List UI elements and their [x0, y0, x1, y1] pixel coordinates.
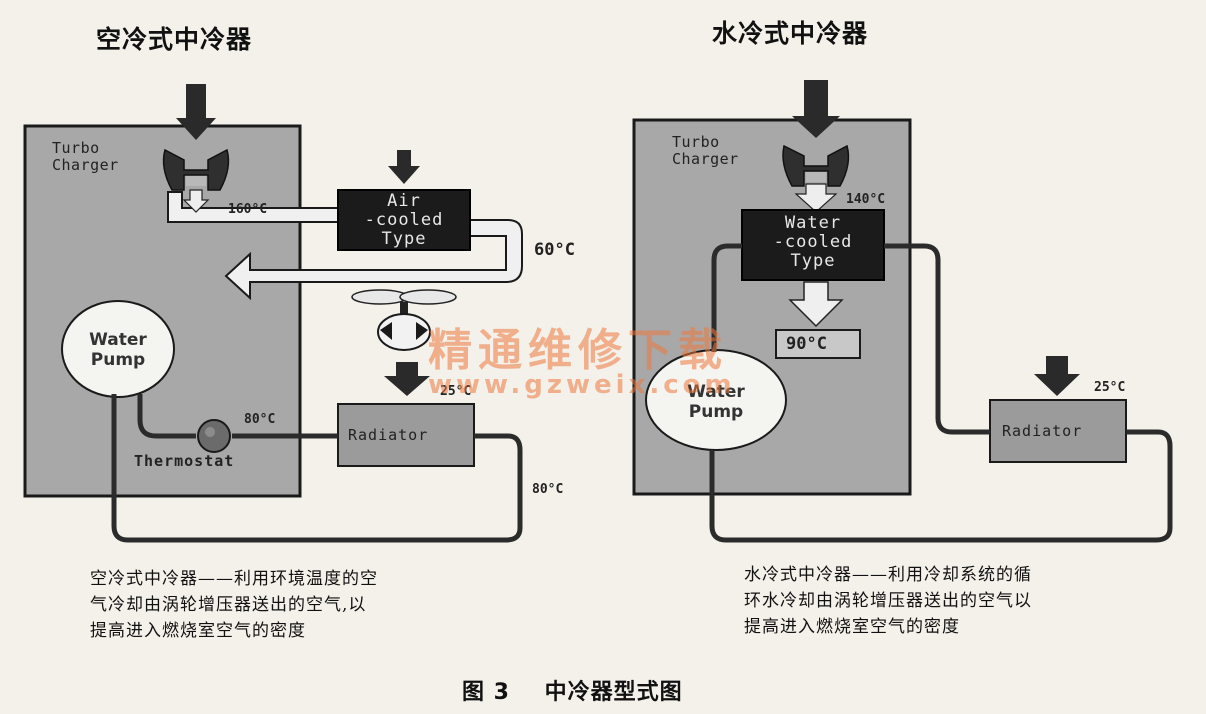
- right-turbocharger-icon: [782, 144, 850, 187]
- left-caption: 空冷式中冷器——利用环境温度的空 气冷却由涡轮增压器送出的空气,以 提高进入燃烧…: [90, 569, 378, 641]
- right-temp-box: [775, 329, 861, 359]
- right-core-label: Water -cooled Type: [773, 213, 853, 271]
- right-caption: 水冷式中冷器——利用冷却系统的循 环水冷却由涡轮增压器送出的空气以 提高进入燃烧…: [744, 565, 1032, 637]
- left-temp-ambient: 25°C: [440, 384, 472, 399]
- left-thermostat-icon: [197, 419, 231, 453]
- right-radiator-arrow-icon: [1034, 356, 1080, 396]
- right-core-out-arrow-icon: [788, 281, 844, 328]
- left-thermostat-label: Thermostat: [134, 452, 235, 470]
- left-ambient-arrow-icon: [388, 150, 420, 184]
- left-core-label: Air -cooled Type: [364, 191, 444, 249]
- left-engine-block: [23, 124, 302, 498]
- left-pump-label: Water Pump: [89, 330, 147, 370]
- left-temp-thermostat: 80°C: [244, 412, 276, 427]
- right-pump-label: Water Pump: [687, 382, 745, 422]
- right-intercooler-core: [741, 209, 885, 281]
- right-turbo-label: Turbo Charger: [672, 133, 739, 168]
- right-turbo-out-arrow-icon: [794, 183, 838, 213]
- right-air-inlet-arrow-icon: [792, 80, 840, 138]
- right-coolant-pipes: [709, 243, 1173, 543]
- right-temp-turbo-out: 140°C: [846, 192, 886, 207]
- left-fan-icon: [351, 289, 457, 351]
- watermark-url: www.gzweix.com: [428, 370, 736, 400]
- right-title: 水冷式中冷器: [712, 19, 869, 48]
- right-temp-core-out: 90°C: [786, 334, 827, 354]
- left-charge-air-pipe: [167, 191, 523, 301]
- left-temp-return: 80°C: [532, 482, 564, 497]
- left-title: 空冷式中冷器: [96, 25, 253, 54]
- right-radiator: [989, 399, 1127, 463]
- left-turbo-out-arrow-icon: [182, 189, 210, 213]
- left-turbo-label: Turbo Charger: [52, 139, 119, 174]
- figure-caption: 图 3 中冷器型式图: [462, 680, 683, 705]
- right-radiator-label: Radiator: [1002, 422, 1083, 440]
- left-temp-core-out: 60°C: [534, 240, 575, 260]
- left-air-inlet-arrow-icon: [176, 84, 216, 140]
- watermark-text: 精通维修下载: [428, 325, 728, 376]
- left-temp-turbo-out: 160°C: [228, 202, 268, 217]
- left-radiator-arrow-icon: [384, 362, 430, 396]
- left-intercooler-core: [337, 189, 471, 251]
- left-radiator-label: Radiator: [348, 426, 429, 444]
- left-water-pump: [61, 300, 175, 398]
- right-temp-ambient: 25°C: [1094, 380, 1126, 395]
- left-coolant-pipes: [111, 394, 523, 543]
- left-turbocharger-icon: [162, 148, 230, 191]
